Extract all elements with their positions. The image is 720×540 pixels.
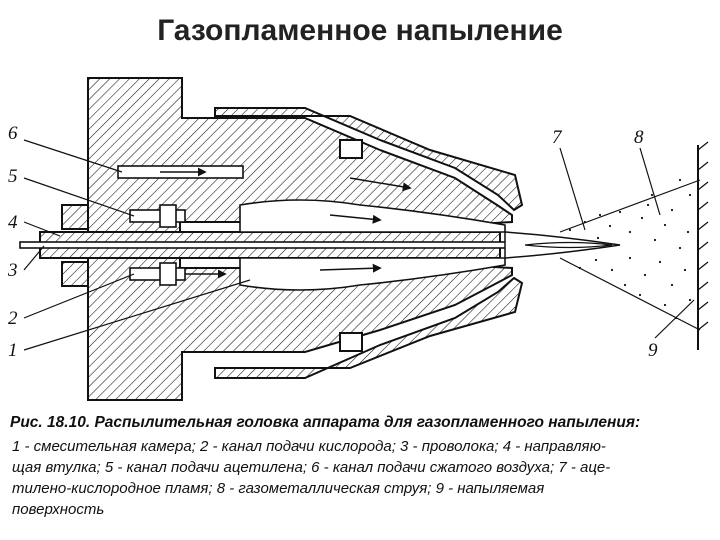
label-6: 6: [8, 123, 18, 144]
nozzle-cap-upper: [214, 107, 524, 212]
spray-head-diagram: 6 5 4 3 2 1 7 8 9: [7, 77, 709, 401]
label-7: 7: [552, 127, 563, 148]
label-5: 5: [8, 166, 18, 187]
guide-flange-lower: [61, 261, 89, 287]
flame: [504, 231, 621, 259]
label-9: 9: [648, 340, 658, 361]
caption-line: щая втулка; 5 - канал подачи ацетилена; …: [12, 459, 611, 476]
caption-line: 1 - смесительная камера; 2 - канал подач…: [12, 438, 606, 455]
wire: [19, 241, 536, 249]
page-title: Газопламенное напыление: [157, 14, 563, 47]
guide-flange-upper: [61, 204, 89, 230]
caption-line: тилено-кислородное пламя; 8 - газометалл…: [12, 480, 545, 497]
label-3: 3: [7, 260, 18, 281]
body-lower: [87, 257, 513, 401]
label-4: 4: [8, 212, 18, 233]
label-8: 8: [634, 127, 644, 148]
retaining-ring-upper: [339, 139, 363, 159]
sprayed-surface: [697, 141, 709, 350]
caption-line: поверхность: [12, 501, 105, 518]
retaining-ring-lower: [339, 332, 363, 352]
nozzle-cap-lower: [214, 276, 524, 379]
label-2: 2: [8, 308, 18, 329]
label-1: 1: [8, 340, 18, 361]
figure-caption: Рис. 18.10. Распылительная головка аппар…: [10, 414, 712, 520]
caption-title: Рис. 18.10. Распылительная головка аппар…: [10, 414, 641, 431]
